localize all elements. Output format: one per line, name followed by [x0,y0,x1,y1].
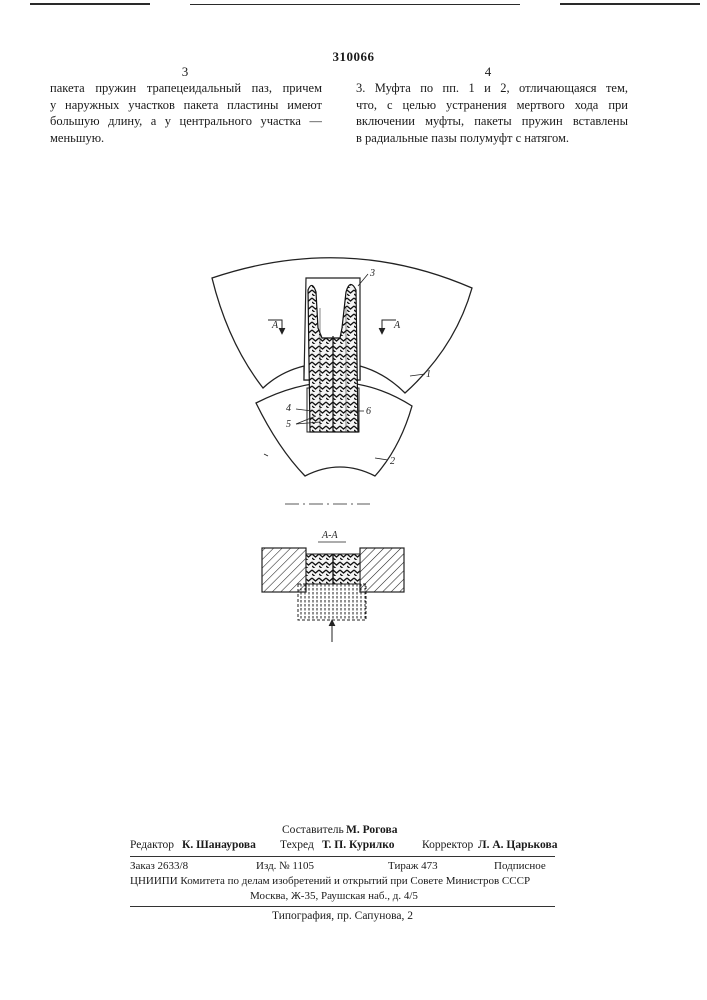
label-5: 5 [286,419,291,430]
label-4: 4 [286,403,291,414]
text-line: пакета пружин трапецеидальный паз, приче… [50,80,322,97]
techred-label: Техред [280,839,314,851]
institute-line: ЦНИИПИ Комитета по делам изобретений и о… [130,875,530,887]
technical-drawing: 3 1 2 4 5 6 А А А-А [200,248,500,653]
corrector-label: Корректор [422,839,473,851]
editor-name: К. Шанаурова [182,839,256,851]
techred-name: Т. П. Курилко [322,839,394,851]
text-line: большую длину, а у центрального участка … [50,113,322,130]
corrector-name: Л. А. Царькова [478,839,557,851]
right-column-text: 3. Муфта по пп. 1 и 2, отличающаяся тем,… [356,80,628,146]
imprint-rule [130,856,555,857]
issue-number: Изд. № 1105 [256,860,314,872]
order-row: Заказ 2633/8 Изд. № 1105 Тираж 473 Подпи… [130,860,555,875]
label-3: 3 [369,268,375,279]
text-line: в радиальные пазы полумуфт с натягом. [356,130,628,147]
label-6: 6 [366,406,371,417]
section-marker-left: А [271,320,279,331]
print-rule [130,906,555,907]
section-title: А-А [321,530,338,541]
institute-row: ЦНИИПИ Комитета по делам изобретений и о… [130,875,555,890]
imprint-block: Составитель М. Рогова Редактор К. Шанаур… [130,824,555,854]
address-row: Москва, Ж-35, Раушская наб., д. 4/5 [130,890,555,905]
left-column-text: пакета пружин трапецеидальный паз, приче… [50,80,322,146]
patent-number: 310066 [0,49,707,65]
section-marker-right: А [393,320,401,331]
top-rule-mid [190,4,520,5]
text-line: 3. Муфта по пп. 1 и 2, отличающаяся тем, [356,80,628,97]
text-line: что, с целью устранения мертвого хода пр… [356,97,628,114]
editor-label: Редактор [130,839,174,851]
compiler-label: Составитель [282,824,344,836]
column-number-right: 4 [473,64,503,80]
address-line: Москва, Ж-35, Раушская наб., д. 4/5 [250,890,418,902]
text-line: меньшую. [50,130,322,147]
print-line: Типография, пр. Сапунова, 2 [272,910,413,922]
editors-row: Редактор К. Шанаурова Техред Т. П. Курил… [130,839,555,854]
printing-house: Типография, пр. Сапунова, 2 [130,910,555,925]
subscription: Подписное [494,860,546,872]
label-1: 1 [426,369,431,380]
column-number-left: 3 [170,64,200,80]
compiler-name: М. Рогова [346,824,397,836]
publication-details: Заказ 2633/8 Изд. № 1105 Тираж 473 Подпи… [130,860,555,905]
text-line: у наружных участков пакета пластины имею… [50,97,322,114]
order-number: Заказ 2633/8 [130,860,188,872]
text-line: включении муфты, пакеты пружин вставлены [356,113,628,130]
top-rule-left [30,3,150,5]
compiler-row: Составитель М. Рогова [130,824,555,839]
top-rule-right [560,3,700,5]
section-view [262,548,404,642]
circulation: Тираж 473 [388,860,438,872]
label-2: 2 [390,456,395,467]
